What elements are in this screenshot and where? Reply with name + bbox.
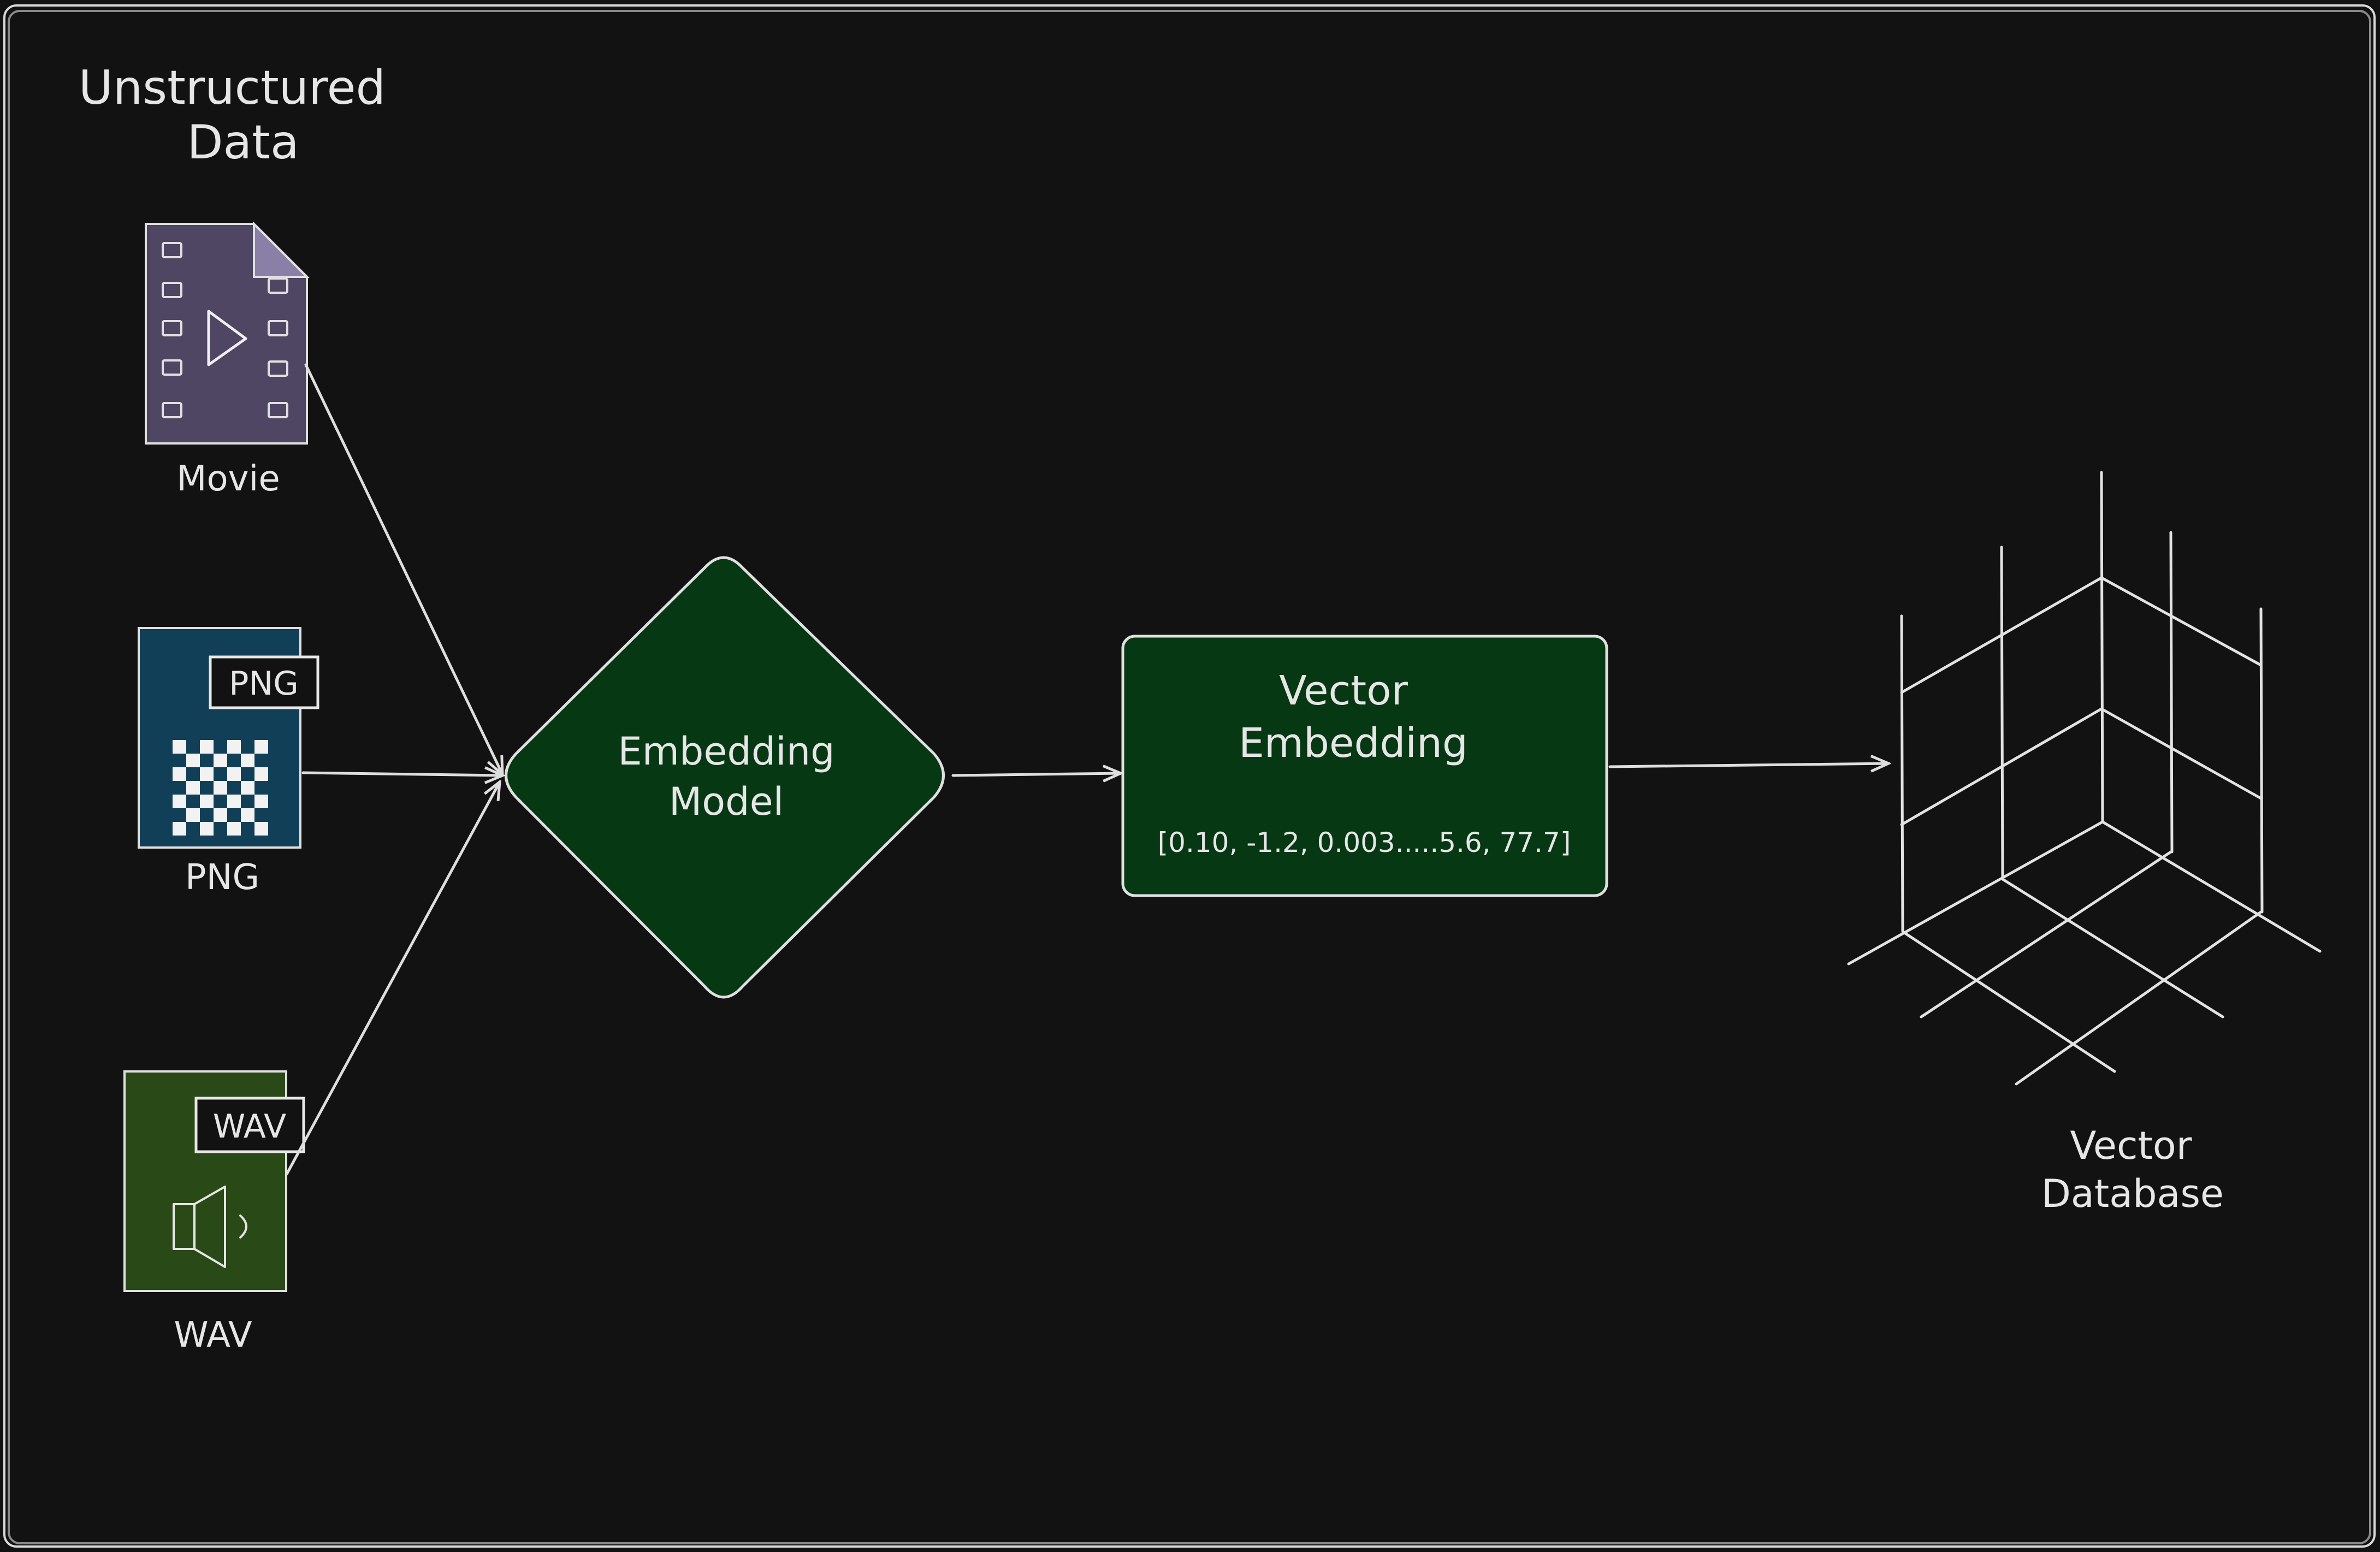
checker-cell (214, 754, 227, 767)
checker-cell (214, 781, 227, 795)
checker-cell (254, 767, 268, 781)
vector-embedding-node: Vector Embedding [0.10, -1.2, 0.003.....… (1121, 635, 1608, 897)
checker-cell (214, 822, 227, 836)
checker-cell (254, 822, 268, 836)
checker-cell (241, 781, 254, 795)
movie-caption: Movie (176, 459, 280, 499)
wav-file-icon: WAV (123, 1070, 305, 1292)
checker-cell (227, 754, 241, 767)
checker-cell (214, 795, 227, 808)
checker-cell (200, 781, 214, 795)
embedding-label-line1: Vector (1279, 667, 1408, 714)
checker-cell (186, 740, 200, 754)
checker-cell (241, 795, 254, 808)
checker-cell (200, 808, 214, 822)
checker-cell (173, 808, 186, 822)
checker-cell (173, 767, 186, 781)
embedding-label-line2: Embedding (1239, 720, 1468, 767)
checker-cell (254, 795, 268, 808)
section-title: Unstructured Data (79, 61, 386, 170)
arrow-embedding-to-database (1608, 763, 1888, 767)
film-strip-icon (162, 242, 288, 418)
checker-cell (254, 808, 268, 822)
checker-cell (227, 767, 241, 781)
checker-cell (186, 754, 200, 767)
checker-cell (214, 808, 227, 822)
png-tag: PNG (209, 655, 319, 709)
checker-cell (241, 740, 254, 754)
model-label-line1: Embedding (618, 729, 834, 774)
input-arrows (285, 363, 502, 1176)
checker-cell (241, 822, 254, 836)
checker-cell (254, 781, 268, 795)
checker-cell (254, 740, 268, 754)
arrow-movie-to-model (304, 363, 502, 774)
checker-cell (227, 822, 241, 836)
wav-tag: WAV (194, 1097, 305, 1153)
title-line2: Data (187, 115, 299, 170)
checker-cell (241, 767, 254, 781)
embedding-model-node: Embedding Model (505, 556, 945, 999)
arrow-wav-to-model (285, 782, 500, 1176)
checker-cell (214, 740, 227, 754)
checker-cell (186, 781, 200, 795)
checkerboard-icon (173, 740, 268, 836)
checker-cell (200, 754, 214, 767)
wav-tag-label: WAV (213, 1107, 286, 1146)
checker-cell (241, 754, 254, 767)
model-label-line2: Model (669, 779, 784, 824)
movie-file-icon (145, 221, 310, 445)
checker-cell (227, 795, 241, 808)
checker-cell (200, 740, 214, 754)
embedding-values: [0.10, -1.2, 0.003.....5.6, 77.7] (1158, 827, 1571, 858)
checker-cell (200, 767, 214, 781)
checker-cell (186, 767, 200, 781)
checker-cell (200, 795, 214, 808)
database-label-line1: Vector (2070, 1123, 2192, 1168)
title-line1: Unstructured (79, 61, 386, 115)
outer-frame (3, 4, 2376, 1548)
png-tag-label: PNG (229, 665, 299, 703)
play-icon (207, 310, 247, 366)
database-label-line2: Database (2041, 1171, 2224, 1216)
movie-fold-icon (253, 221, 310, 278)
checker-cell (227, 808, 241, 822)
vector-database-icon (1847, 471, 2322, 1086)
arrow-png-to-model (301, 773, 502, 775)
checker-cell (173, 754, 186, 767)
png-file-icon: PNG (138, 627, 319, 849)
checker-cell (186, 808, 200, 822)
checker-cell (173, 822, 186, 836)
checker-cell (241, 808, 254, 822)
checker-cell (254, 754, 268, 767)
checker-cell (186, 822, 200, 836)
checker-cell (186, 795, 200, 808)
png-caption: PNG (185, 857, 259, 898)
arrow-model-to-embedding (951, 773, 1121, 775)
checker-cell (173, 781, 186, 795)
checker-cell (214, 767, 227, 781)
checker-cell (173, 740, 186, 754)
wav-caption: WAV (174, 1315, 252, 1355)
checker-cell (227, 781, 241, 795)
checker-cell (227, 740, 241, 754)
speaker-icon (173, 1186, 247, 1268)
checker-cell (173, 795, 186, 808)
checker-cell (200, 822, 214, 836)
